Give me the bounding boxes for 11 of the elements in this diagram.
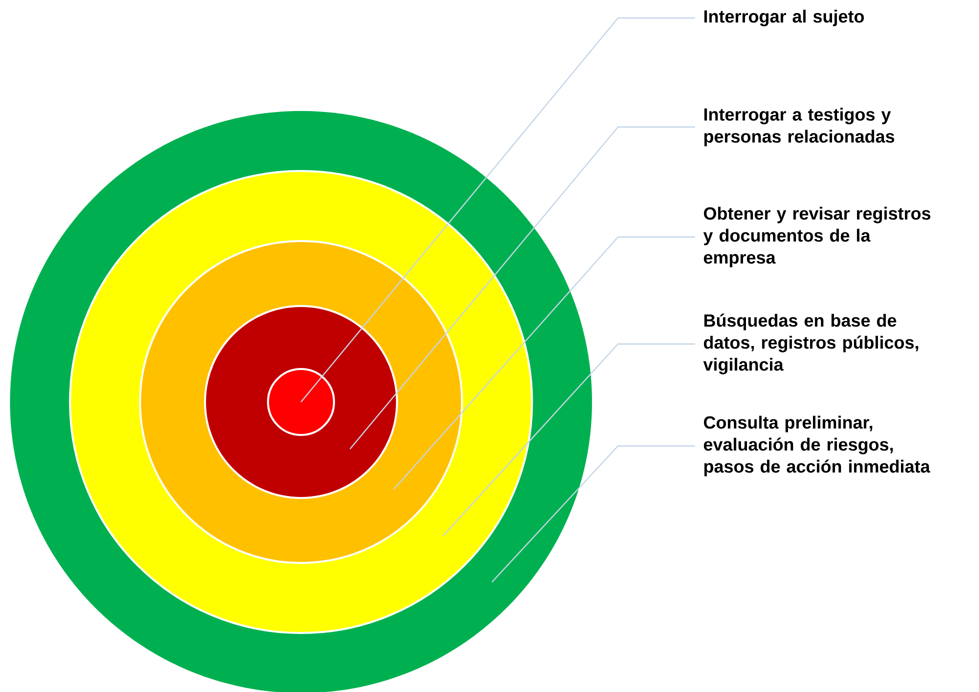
leader-line [394,236,695,490]
callout-text: Búsquedas en base de datos, registros públicos, vigilancia [703,314,918,374]
leader-line [442,343,695,536]
callout-text: Consulta preliminar, evaluación de riesgos, pasos de acción inmediata [704,416,930,476]
leader-line [300,17,695,402]
target-ring [267,368,335,436]
callout-text: Interrogar a testigos y personas relacionadas [704,108,894,146]
callout-text: Obtener y revisar registros y documentos de la empresa [703,206,930,268]
leader-line [350,126,695,450]
leader-line [492,445,695,582]
callout-text: Interrogar al sujeto [704,10,864,26]
